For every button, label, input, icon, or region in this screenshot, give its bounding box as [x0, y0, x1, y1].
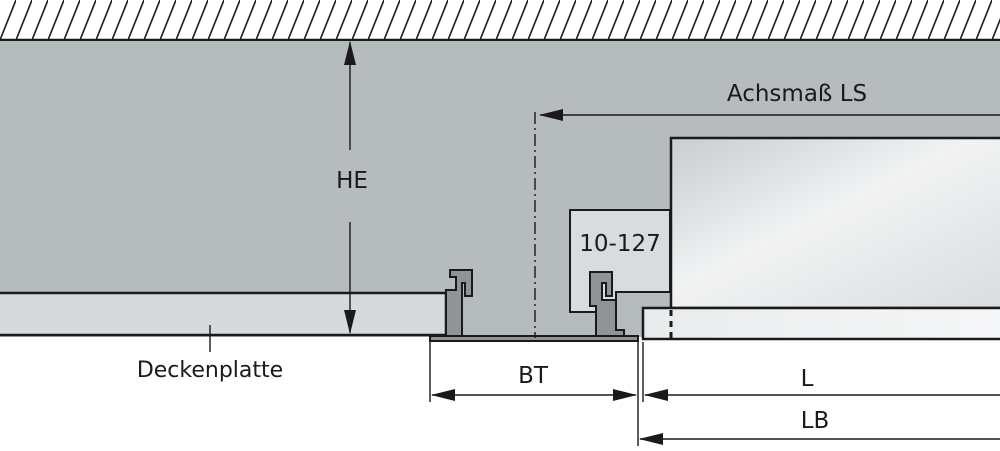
- he-label: HE: [336, 168, 368, 194]
- grid-profile-hook-right: [589, 271, 625, 337]
- luminaire-body: [669, 136, 1000, 310]
- grid-profile-left: [429, 335, 639, 342]
- ceiling-panel: [0, 291, 448, 337]
- profile-code-label: 10-127: [579, 231, 660, 257]
- ceiling-hatch: [0, 0, 1000, 40]
- l-label: L: [801, 366, 814, 392]
- panel-label: Deckenplatte: [137, 358, 283, 383]
- bt-label: BT: [518, 363, 549, 389]
- lb-label: LB: [801, 408, 830, 434]
- luminaire-plate: [641, 306, 1000, 341]
- ls-label: Achsmaß LS: [727, 81, 867, 107]
- grid-profile-hook-left: [445, 269, 473, 337]
